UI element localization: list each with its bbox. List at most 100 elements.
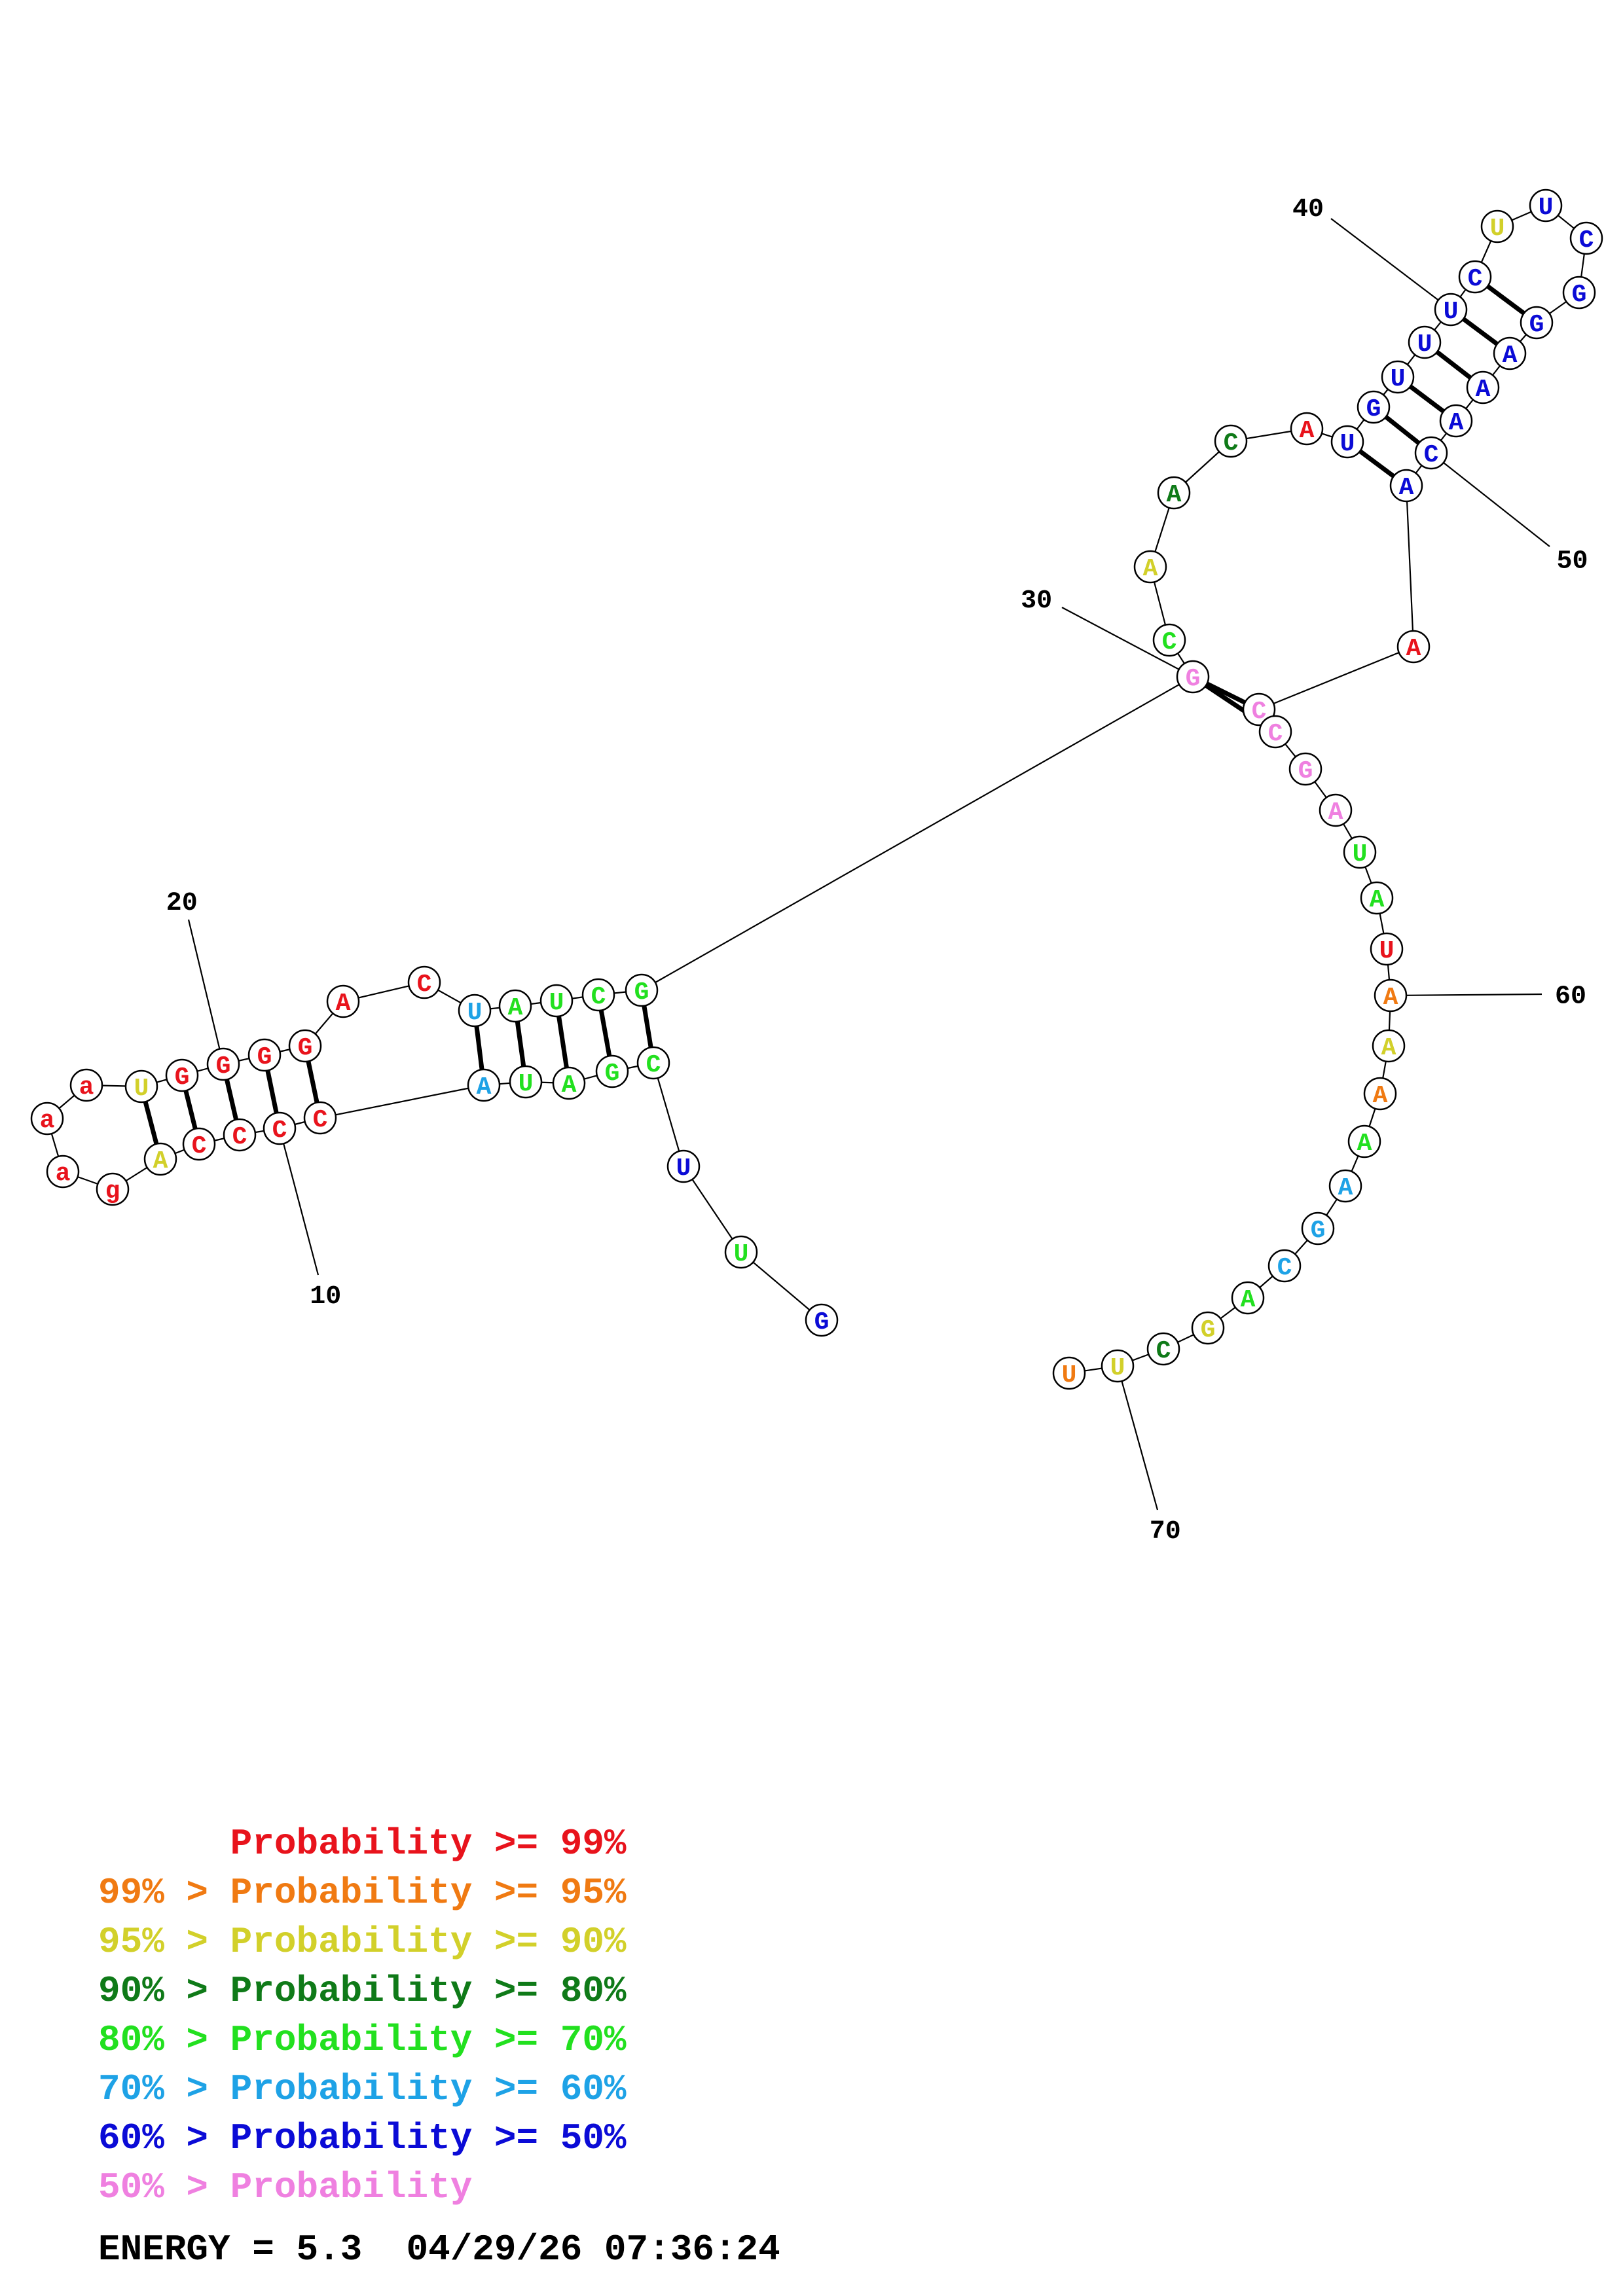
nucleotide: C [1267, 1249, 1302, 1283]
nucleotide-letter: U [1490, 215, 1505, 243]
nucleotide-letter: C [1468, 265, 1483, 293]
probability-legend: Probability >= 99%99% > Probability >= 9… [98, 1820, 627, 2212]
legend-prefix [98, 1823, 230, 1865]
nucleotide-letter: G [257, 1043, 272, 1071]
nucleotide-letter: U [549, 989, 564, 1017]
nucleotide-letter: G [1366, 395, 1381, 423]
legend-prefix: 95% > [98, 1921, 230, 1963]
nucleotide: U [1434, 293, 1468, 327]
nucleotide-circle [223, 1118, 257, 1152]
base-pair-bond [598, 1010, 612, 1056]
nucleotide-letter: A [1370, 886, 1385, 914]
nucleotide-circle [1258, 715, 1292, 749]
legend-text: Probability >= 70% [230, 2019, 627, 2061]
nucleotide-circle [1480, 209, 1514, 243]
nucleotide-letter: U [1110, 1354, 1125, 1382]
nucleotide: C [1258, 715, 1292, 749]
nucleotide: A [1231, 1281, 1265, 1315]
nucleotide: G [247, 1038, 282, 1072]
legend-text: Probability >= 80% [230, 1970, 627, 2012]
nucleotide: U [666, 1149, 701, 1183]
nucleotide-circle [1133, 550, 1167, 584]
nucleotide-letter: U [467, 999, 483, 1027]
nucleotide-letter: C [1162, 628, 1177, 656]
nucleotide-circle [124, 1069, 158, 1103]
nucleotide: U [1480, 209, 1514, 243]
nucleotide-letter: a [40, 1107, 55, 1135]
nucleotide: A [1133, 550, 1167, 584]
position-label: 10 [310, 1282, 341, 1312]
base-pair-bond [642, 1005, 653, 1048]
nucleotide-letter: U [1391, 365, 1406, 393]
legend-prefix: 50% > [98, 2166, 230, 2208]
base-pair-bond [1205, 681, 1247, 705]
nucleotide-circle [1267, 1249, 1302, 1283]
nucleotide-letter: U [1340, 430, 1355, 458]
nucleotide: A [1372, 1029, 1406, 1063]
base-pair-bond [1409, 384, 1445, 414]
legend-entry: 95% > Probability >= 90% [98, 1918, 627, 1967]
legend-prefix: 99% > [98, 1872, 230, 1914]
position-tick [278, 1128, 319, 1276]
position-tick [1431, 452, 1550, 547]
legend-entry: 70% > Probability >= 60% [98, 2065, 627, 2114]
nucleotide-circle [467, 1068, 501, 1102]
nucleotide-circle [1360, 881, 1394, 915]
nucleotide-letter: G [634, 978, 649, 1007]
nucleotide-letter: C [646, 1051, 661, 1079]
nucleotide-letter: G [1572, 281, 1587, 309]
nucleotide-letter: U [134, 1075, 149, 1103]
nucleotide: G [1176, 660, 1210, 694]
nucleotide: G [1562, 276, 1596, 310]
base-pair-layer [143, 284, 1525, 1145]
nucleotide: A [1396, 630, 1431, 664]
nucleotide: U [1370, 932, 1404, 966]
nucleotide: C [223, 1118, 257, 1152]
nucleotide-letter: G [1298, 757, 1313, 785]
nucleotide: a [30, 1102, 64, 1136]
base-pair-bond [515, 1021, 526, 1067]
backbone-segment [652, 1062, 685, 1167]
nucleotide: C [1152, 623, 1186, 657]
nucleotide-circle [1389, 469, 1423, 503]
base-pair-bond [225, 1079, 238, 1121]
nucleotide: C [581, 978, 615, 1012]
nucleotide: C [182, 1127, 216, 1161]
nucleotide-letter: U [1353, 840, 1368, 869]
nucleotide-letter: A [562, 1071, 577, 1100]
nucleotide-circle [1458, 260, 1492, 294]
nucleotide: U [124, 1069, 158, 1103]
nucleotide-circle [1157, 476, 1191, 510]
nucleotide-circle [539, 984, 574, 1018]
nucleotide-circle [581, 978, 615, 1012]
nucleotide-letter: U [676, 1155, 691, 1183]
nucleotide: a [69, 1068, 103, 1102]
nucleotide: A [498, 989, 532, 1023]
nucleotide: g [96, 1172, 130, 1206]
position-label: 20 [166, 889, 198, 918]
nucleotide-circle [1439, 404, 1473, 438]
legend-prefix: 80% > [98, 2019, 230, 2061]
nucleotide: G [1191, 1311, 1225, 1345]
nucleotide-letter: A [1328, 798, 1343, 827]
legend-text: Probability >= 90% [230, 1921, 627, 1963]
nucleotide: C [1242, 692, 1276, 726]
nucleotide-circle [1176, 660, 1210, 694]
nucleotide-letter: U [1539, 194, 1554, 222]
nucleotide: A [326, 984, 360, 1018]
nucleotide-letter: G [605, 1060, 620, 1088]
nucleotide-circle [724, 1235, 758, 1269]
nucleotide-circle [407, 965, 441, 999]
nucleotide: C [1146, 1332, 1180, 1366]
nucleotide-letter: U [734, 1240, 749, 1268]
nucleotide-letter: A [1381, 1034, 1396, 1062]
nucleotide-letter: G [1201, 1316, 1216, 1344]
nucleotide-letter: a [79, 1073, 94, 1102]
legend-text: Probability [230, 2166, 473, 2208]
legend-text: Probability >= 60% [230, 2068, 627, 2110]
nucleotide-letter: A [1399, 474, 1414, 502]
position-label: 70 [1150, 1517, 1181, 1547]
legend-entry: 60% > Probability >= 50% [98, 2114, 627, 2163]
legend-text: Probability >= 95% [230, 1872, 627, 1914]
nucleotide-letter: C [1156, 1337, 1171, 1365]
